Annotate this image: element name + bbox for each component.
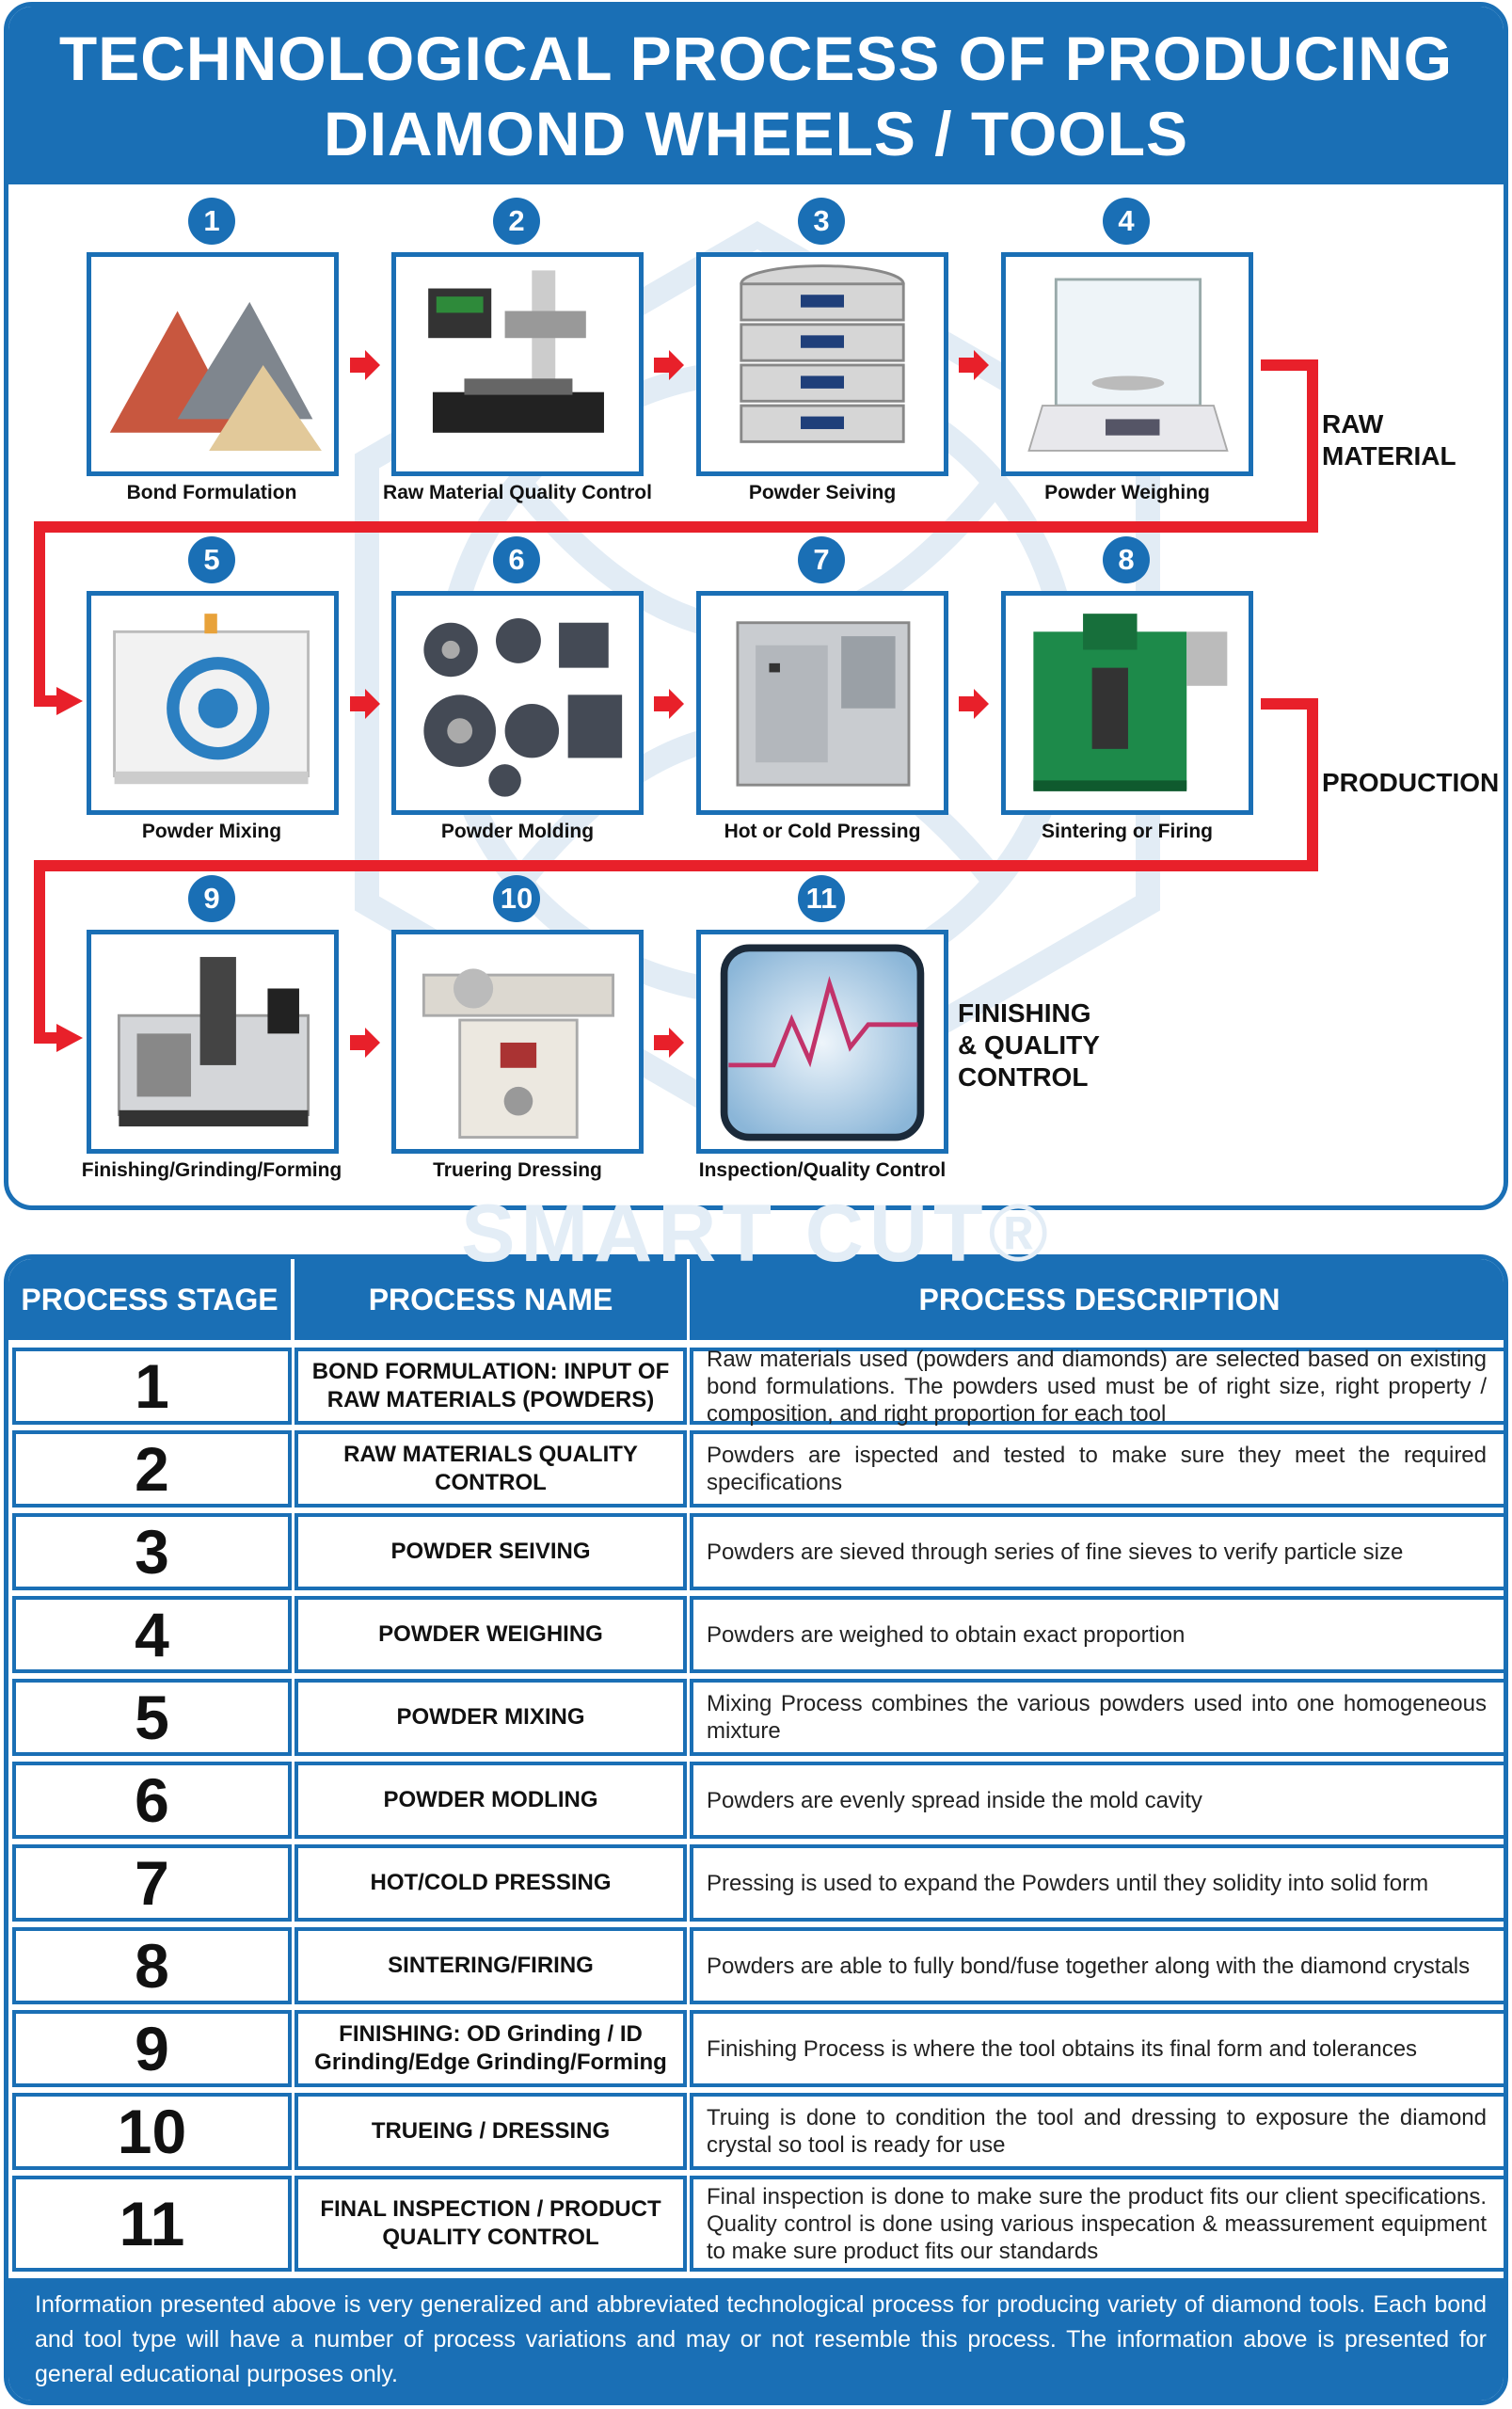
- step-label: Powder Weighing: [1044, 482, 1210, 503]
- step-label: Powder Molding: [440, 821, 595, 842]
- row-name: POWDER MODLING: [294, 1762, 687, 1839]
- header-process-stage: PROCESS STAGE: [21, 1282, 279, 1316]
- step-image-balance-scale: [1001, 252, 1253, 476]
- step-label: Sintering or Firing: [1042, 821, 1213, 842]
- table-row: 2 RAW MATERIALS QUALITY CONTROL Powders …: [8, 1428, 1504, 1510]
- table-row: 6 POWDER MODLING Powders are evenly spre…: [8, 1759, 1504, 1842]
- row-name: POWDER WEIGHING: [294, 1596, 687, 1673]
- row-name: TRUEING / DRESSING: [294, 2093, 687, 2170]
- step-label: Truering Dressing: [433, 1159, 602, 1181]
- step-image-sieves: [696, 252, 948, 476]
- step-image-inspection-chart: [696, 930, 948, 1154]
- page-title-line1: TECHNOLOGICAL PROCESS OF PRODUCING: [58, 23, 1454, 93]
- row-stage: 10: [12, 2093, 292, 2170]
- row-description: Raw materials used (powders and diamonds…: [690, 1347, 1504, 1427]
- step-image-molds: [391, 591, 644, 815]
- step-image-cnc-machine: [87, 930, 339, 1154]
- step-label: Powder Mixing: [141, 821, 282, 842]
- arrow-1-2: [350, 350, 380, 380]
- brand-watermark-text: SMART CUT®: [461, 1189, 1054, 1279]
- step-number-badge: 8: [1103, 536, 1150, 583]
- step-number-badge: 6: [493, 536, 540, 583]
- step-number-badge: 4: [1103, 198, 1150, 245]
- row-stage: 3: [12, 1513, 292, 1590]
- table-row: 10 TRUEING / DRESSING Truing is done to …: [8, 2090, 1504, 2173]
- row-name: POWDER MIXING: [294, 1679, 687, 1756]
- step-label: Powder Seiving: [748, 482, 897, 503]
- row-description: Powders are sieved through series of fin…: [690, 1513, 1504, 1590]
- header-process-description: PROCESS DESCRIPTION: [918, 1282, 1281, 1316]
- step-label: Inspection/Quality Control: [698, 1159, 947, 1181]
- row-name: POWDER SEIVING: [294, 1513, 687, 1590]
- row-description: Mixing Process combines the various powd…: [690, 1679, 1504, 1756]
- row-name: BOND FORMULATION: INPUT OF RAW MATERIALS…: [294, 1348, 687, 1425]
- arrow-2-3: [654, 350, 684, 380]
- group-label-finishing-quality-control: FINISHING & QUALITY CONTROL: [958, 998, 1100, 1092]
- row-stage: 8: [12, 1927, 292, 2004]
- row-description: Truing is done to condition the tool and…: [690, 2093, 1504, 2170]
- table-header: PROCESS STAGE PROCESS NAME PROCESS DESCR…: [8, 1259, 1504, 1340]
- row-stage: 9: [12, 2010, 292, 2087]
- step-image-sintering-machine: [1001, 591, 1253, 815]
- table-row: 4 POWDER WEIGHING Powders are weighed to…: [8, 1593, 1504, 1676]
- table-row: 7 HOT/COLD PRESSING Pressing is used to …: [8, 1842, 1504, 1924]
- table-row: 3 POWDER SEIVING Powders are sieved thro…: [8, 1510, 1504, 1593]
- row-description: Powders are evenly spread inside the mol…: [690, 1762, 1504, 1839]
- step-number-badge: 5: [188, 536, 235, 583]
- row-name: SINTERING/FIRING: [294, 1927, 687, 2004]
- step-number-badge: 10: [493, 875, 540, 922]
- step-number-badge: 9: [188, 875, 235, 922]
- step-image-press-machine: [696, 591, 948, 815]
- row-name: HOT/COLD PRESSING: [294, 1844, 687, 1922]
- group-label-raw-material: RAW MATERIAL: [1322, 409, 1456, 471]
- row-stage: 4: [12, 1596, 292, 1673]
- step-number-badge: 7: [798, 536, 845, 583]
- row-stage: 5: [12, 1679, 292, 1756]
- row-description: Powders are weighed to obtain exact prop…: [690, 1596, 1504, 1673]
- row-stage: 1: [12, 1348, 292, 1425]
- step-number-badge: 1: [188, 198, 235, 245]
- step-image-powder-mixer: [87, 591, 339, 815]
- table-row: 8 SINTERING/FIRING Powders are able to f…: [8, 1924, 1504, 2007]
- table-row: 11 FINAL INSPECTION / PRODUCT QUALITY CO…: [8, 2173, 1504, 2274]
- flow-connector: [34, 350, 1318, 1058]
- step-number-badge: 3: [798, 198, 845, 245]
- table-row: 5 POWDER MIXING Mixing Process combines …: [8, 1676, 1504, 1759]
- row-name: FINISHING: OD Grinding / ID Grinding/Edg…: [294, 2010, 687, 2087]
- row-name: RAW MATERIALS QUALITY CONTROL: [294, 1430, 687, 1508]
- step-image-bond-formulation: [87, 252, 339, 476]
- step-label: Raw Material Quality Control: [383, 482, 652, 503]
- page-title-banner: TECHNOLOGICAL PROCESS OF PRODUCING DIAMO…: [8, 7, 1504, 184]
- row-stage: 2: [12, 1430, 292, 1508]
- table-row: 1 BOND FORMULATION: INPUT OF RAW MATERIA…: [8, 1345, 1504, 1428]
- step-number-badge: 2: [493, 198, 540, 245]
- row-description: Powders are ispected and tested to make …: [690, 1430, 1504, 1508]
- step-label: Bond Formulation: [126, 482, 297, 503]
- step-image-grinding-machine: [391, 930, 644, 1154]
- row-stage: 7: [12, 1844, 292, 1922]
- step-label: Finishing/Grinding/Forming: [81, 1159, 342, 1181]
- row-description: Finishing Process is where the tool obta…: [690, 2010, 1504, 2087]
- row-description: Final inspection is done to make sure th…: [690, 2176, 1504, 2272]
- arrow-3-4: [959, 350, 989, 380]
- group-label-production: PRODUCTION: [1322, 768, 1500, 797]
- step-label: Hot or Cold Pressing: [724, 821, 921, 842]
- row-description: Powders are able to fully bond/fuse toge…: [690, 1927, 1504, 2004]
- table-row: 9 FINISHING: OD Grinding / ID Grinding/E…: [8, 2007, 1504, 2090]
- row-description: Pressing is used to expand the Powders u…: [690, 1844, 1504, 1922]
- row-stage: 11: [12, 2176, 292, 2272]
- step-image-quality-control-microscope: [391, 252, 644, 476]
- process-table: PROCESS STAGE PROCESS NAME PROCESS DESCR…: [4, 1254, 1508, 2405]
- header-process-name: PROCESS NAME: [368, 1282, 613, 1316]
- disclaimer-footer: Information presented above is very gene…: [8, 2278, 1504, 2401]
- row-name: FINAL INSPECTION / PRODUCT QUALITY CONTR…: [294, 2176, 687, 2272]
- row-stage: 6: [12, 1762, 292, 1839]
- page-title-line2: DIAMOND WHEELS / TOOLS: [323, 98, 1189, 168]
- step-number-badge: 11: [798, 875, 845, 922]
